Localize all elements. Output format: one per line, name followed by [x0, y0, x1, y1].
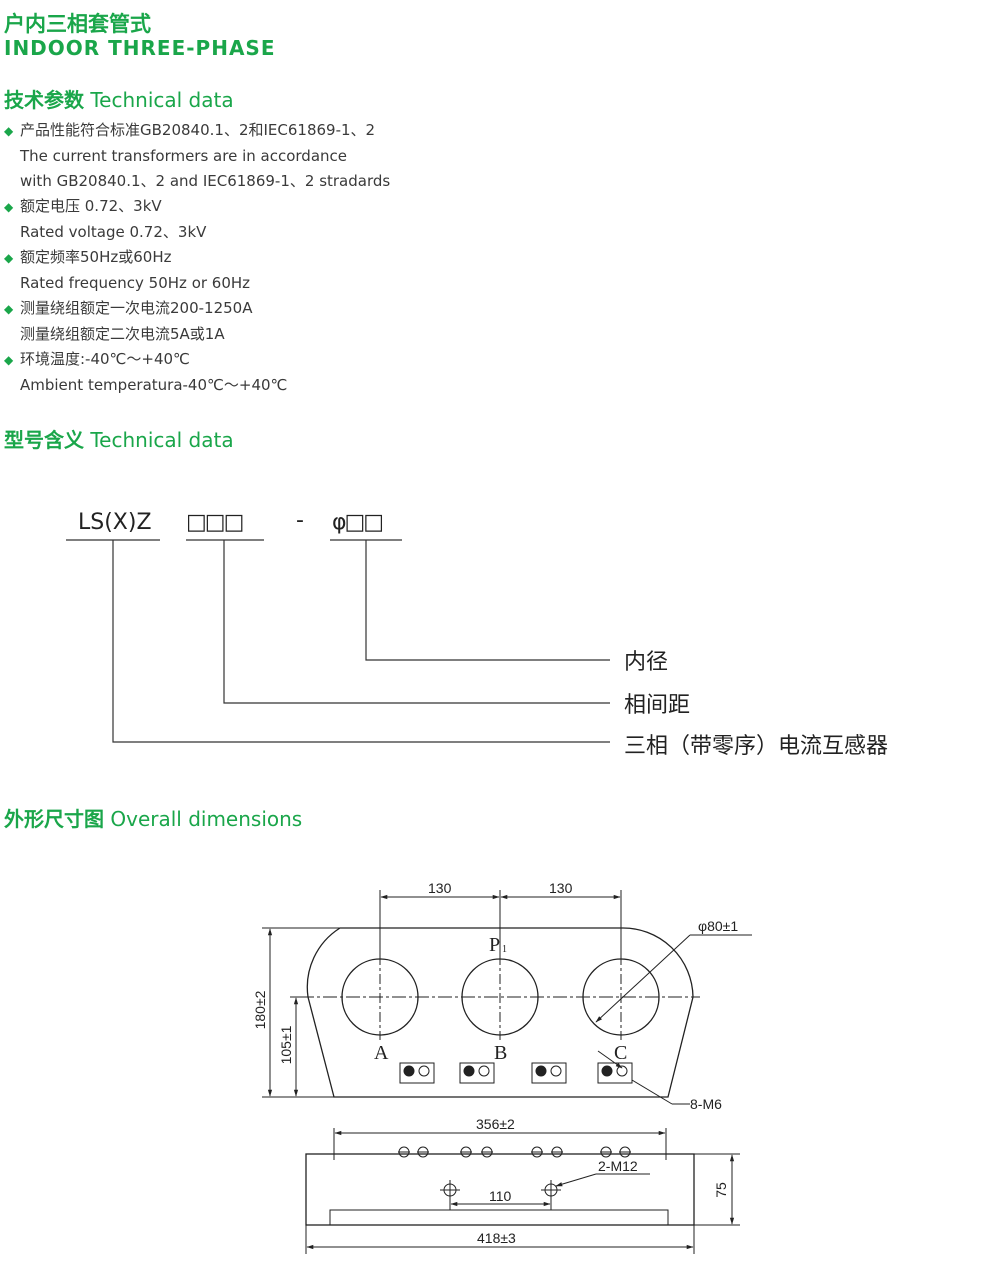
m6-leader-a — [597, 1050, 623, 1069]
spec-line: Ambient temperatura-40℃～+40℃ — [4, 373, 390, 398]
spec-text: 额定电压 0.72、3kV — [20, 197, 162, 215]
spec-text: 环境温度:-40℃～+40℃ — [20, 350, 190, 368]
dim-180: 180±2 — [252, 990, 268, 1029]
spec-text: 额定频率50Hz或60Hz — [20, 248, 172, 266]
phase-c: C — [614, 1042, 627, 1064]
phase-a: A — [374, 1042, 389, 1064]
terminal-block — [597, 1062, 633, 1084]
dim-m12: 2-M12 — [598, 1158, 638, 1174]
bullet-diamond-icon: ◆ — [4, 124, 14, 138]
terminal-block — [399, 1062, 435, 1084]
terminal-screw — [478, 1065, 490, 1077]
label-transformer-type: 三相（带零序）电流互感器 — [624, 734, 889, 759]
bullet-diamond-icon: ◆ — [4, 200, 14, 214]
code-boxes-spacing: □□□ — [186, 510, 244, 535]
dim-418: 418±3 — [477, 1230, 516, 1246]
spec-line: ◆ 产品性能符合标准GB20840.1、2和IEC61869-1、2 — [4, 118, 390, 144]
spec-line: Rated frequency 50Hz or 60Hz — [4, 271, 390, 296]
model-heading: 型号含义 Technical data — [4, 424, 234, 453]
terminal-screw — [403, 1065, 415, 1077]
phase-b: B — [494, 1042, 507, 1064]
spec-text: Ambient temperatura-40℃～+40℃ — [20, 376, 288, 394]
dims-heading-cn: 外形尺寸图 — [4, 807, 104, 831]
spec-text: 测量绕组额定二次电流5A或1A — [20, 325, 225, 343]
terminal-screw — [616, 1065, 628, 1077]
bullet-diamond-icon: ◆ — [4, 302, 14, 316]
spec-text: with GB20840.1、2 and IEC61869-1、2 strada… — [20, 172, 391, 190]
spec-text: Rated frequency 50Hz or 60Hz — [20, 274, 251, 292]
tech-heading-cn: 技术参数 — [4, 88, 84, 112]
terminal-frame — [399, 1062, 435, 1084]
dim-phi: φ80±1 — [698, 918, 738, 934]
tech-heading-en: Technical data — [90, 88, 234, 112]
spec-line: ◆ 额定电压 0.72、3kV — [4, 194, 390, 220]
spec-line: with GB20840.1、2 and IEC61869-1、2 strada… — [4, 169, 390, 194]
spec-line: ◆ 环境温度:-40℃～+40℃ — [4, 347, 390, 373]
dim-130a: 130 — [428, 880, 452, 896]
p1-sub: 1 — [502, 944, 507, 955]
model-heading-cn: 型号含义 — [4, 428, 84, 452]
terminal-frame — [531, 1062, 567, 1084]
model-heading-en: Technical data — [90, 428, 234, 452]
side-terminals — [398, 1146, 631, 1158]
dim-356: 356±2 — [476, 1116, 515, 1132]
title-en: INDOOR THREE-PHASE — [4, 36, 276, 60]
spec-line: 测量绕组额定二次电流5A或1A — [4, 322, 390, 347]
spec-text: Rated voltage 0.72、3kV — [20, 223, 207, 241]
terminal-screw — [535, 1065, 547, 1077]
spec-line: Rated voltage 0.72、3kV — [4, 220, 390, 245]
terminal-blocks — [399, 1062, 633, 1084]
spec-line: The current transformers are in accordan… — [4, 144, 390, 169]
side-view-base — [329, 1209, 669, 1226]
terminal-screw — [601, 1065, 613, 1077]
terminal-block — [459, 1062, 495, 1084]
m6-leader-b — [631, 1079, 673, 1105]
terminal-screw — [550, 1065, 562, 1077]
terminal-frame — [459, 1062, 495, 1084]
label-phase-spacing: 相间距 — [624, 693, 691, 718]
code-dash: - — [296, 508, 304, 533]
label-inner-diameter: 内径 — [624, 650, 669, 675]
m12-leader — [555, 1173, 597, 1187]
dim-110: 110 — [489, 1188, 512, 1204]
terminal-screw — [418, 1065, 430, 1077]
dim-75: 75 — [713, 1182, 729, 1198]
code-prefix: LS(X)Z — [78, 510, 152, 535]
dim-130b: 130 — [549, 880, 573, 896]
dims-heading-en: Overall dimensions — [110, 807, 303, 831]
terminal-frame — [597, 1062, 633, 1084]
spec-line: ◆ 额定频率50Hz或60Hz — [4, 245, 390, 271]
tech-heading: 技术参数 Technical data — [4, 84, 234, 113]
p1-label: P — [489, 934, 500, 956]
spec-text: 测量绕组额定一次电流200-1250A — [20, 299, 253, 317]
phi-leader — [595, 934, 691, 1023]
dim-105: 105±1 — [278, 1025, 294, 1064]
code-phi-boxes: φ□□ — [332, 510, 384, 535]
title-cn: 户内三相套管式 — [4, 12, 151, 36]
terminal-block — [531, 1062, 567, 1084]
dim-m6: 8-M6 — [690, 1096, 722, 1112]
terminal-screw — [463, 1065, 475, 1077]
bullet-diamond-icon: ◆ — [4, 353, 14, 367]
spec-text: 产品性能符合标准GB20840.1、2和IEC61869-1、2 — [20, 121, 376, 139]
dims-heading: 外形尺寸图 Overall dimensions — [4, 803, 302, 832]
spec-text: The current transformers are in accordan… — [20, 147, 347, 165]
bullet-diamond-icon: ◆ — [4, 251, 14, 265]
spec-line: ◆ 测量绕组额定一次电流200-1250A — [4, 296, 390, 322]
